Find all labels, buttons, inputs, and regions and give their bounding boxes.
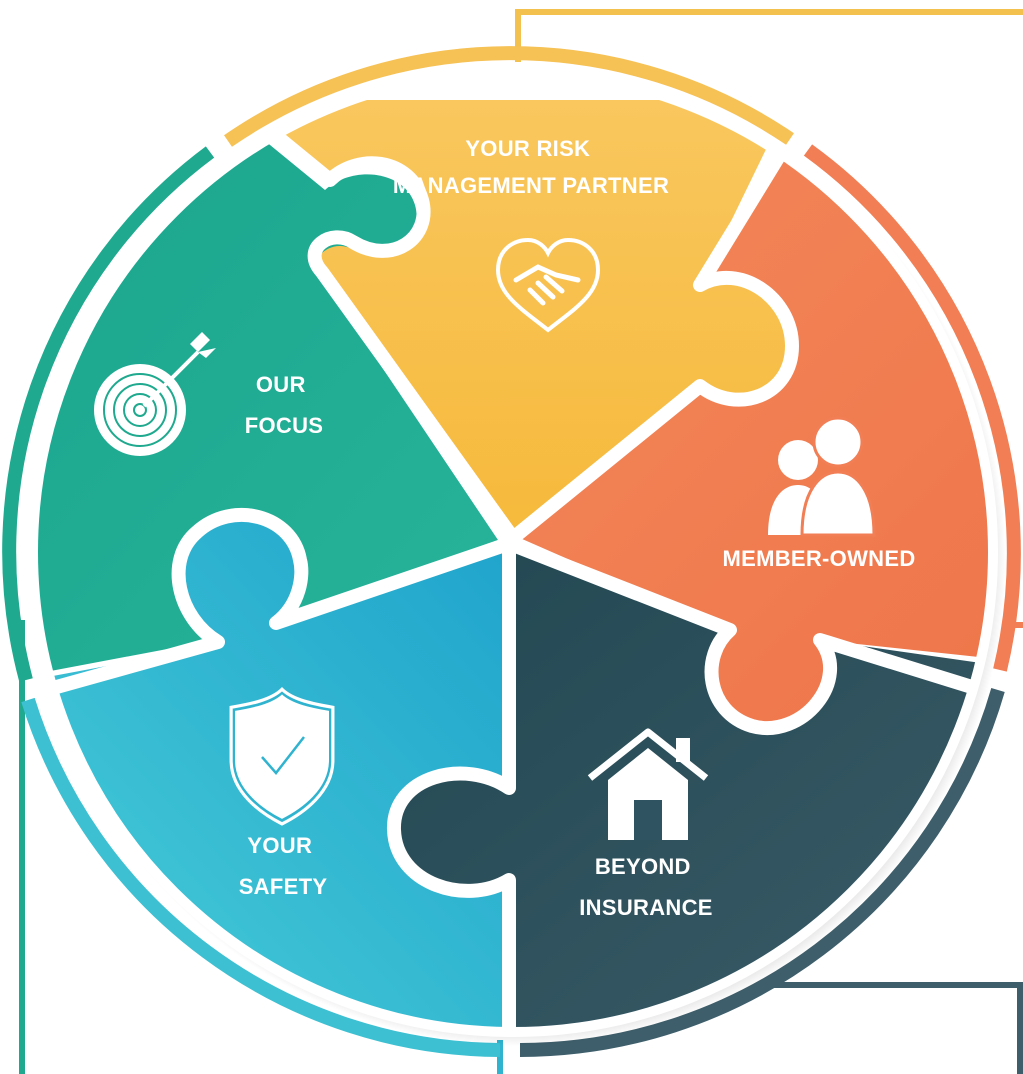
ring-arc-blue [21, 697, 501, 1057]
ring-arc-orange [803, 144, 1021, 672]
piece-risk [228, 100, 790, 535]
label-safety: YOUR SAFETY [239, 833, 328, 899]
connector-dark [760, 982, 1023, 1074]
label-insurance: BEYOND INSURANCE [579, 854, 713, 920]
connector-lines [19, 9, 1023, 1074]
ring-arc-dark [519, 688, 1005, 1057]
house-icon [587, 728, 709, 840]
heart-handshake-icon [495, 237, 601, 333]
disk-rim [28, 67, 998, 1037]
connector-yellow [515, 9, 1023, 62]
label-risk: YOUR RISK MANAGEMENT PARTNER [393, 136, 669, 198]
target-arrow-icon [94, 332, 216, 456]
ring-arc-yellow [224, 46, 794, 147]
outer-ring [2, 46, 1021, 1057]
people-icon [768, 416, 876, 537]
seams [31, 84, 995, 1034]
label-focus: OUR FOCUS [245, 372, 324, 438]
ring-arc-green [2, 146, 215, 682]
label-member: MEMBER-OWNED [722, 546, 915, 571]
shield-check-icon [229, 687, 335, 826]
